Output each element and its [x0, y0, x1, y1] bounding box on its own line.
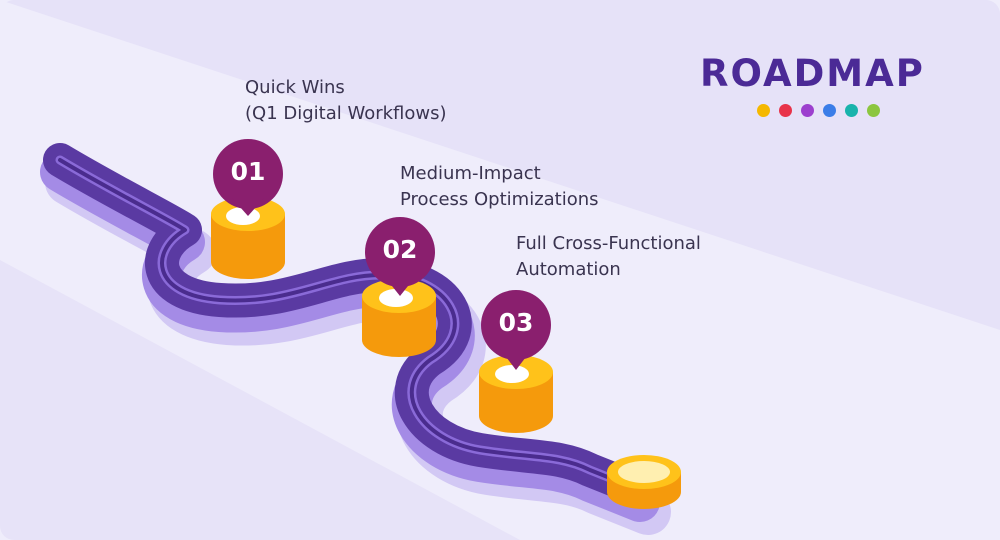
dot-yellow [757, 104, 770, 117]
background-band-bottom [0, 260, 520, 540]
step-3-label: Full Cross-Functional Automation [516, 231, 701, 283]
dot-red [779, 104, 792, 117]
step-1-label: Quick Wins (Q1 Digital Workflows) [245, 75, 447, 127]
roadmap-title: ROADMAP [700, 52, 925, 95]
pin-step-2 [365, 217, 435, 296]
dot-teal [845, 104, 858, 117]
step-2-label: Medium-Impact Process Optimizations [400, 161, 599, 213]
dot-green [867, 104, 880, 117]
color-dots [757, 104, 880, 118]
step-3-title: Full Cross-Functional [516, 233, 701, 254]
step-2-subtitle: Process Optimizations [400, 189, 599, 210]
background-band-top [0, 0, 1000, 330]
step-2-number: 02 [382, 235, 418, 264]
step-2-title: Medium-Impact [400, 163, 541, 184]
platform-step-1 [211, 197, 285, 279]
pin-step-3 [481, 290, 551, 370]
platform-step-3 [479, 355, 553, 433]
step-1-number: 01 [230, 157, 266, 186]
platform-end [607, 455, 681, 509]
platform-step-2 [362, 279, 436, 357]
dot-blue [823, 104, 836, 117]
step-3-subtitle: Automation [516, 259, 621, 280]
step-1-subtitle: (Q1 Digital Workflows) [245, 103, 447, 124]
dot-purple [801, 104, 814, 117]
step-1-title: Quick Wins [245, 77, 345, 98]
pin-step-1 [213, 139, 283, 216]
step-3-number: 03 [498, 308, 534, 337]
